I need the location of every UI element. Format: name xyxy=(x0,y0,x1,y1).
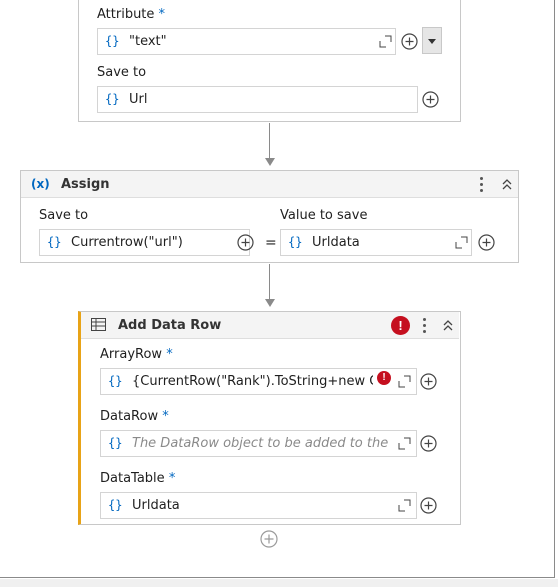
flow-arrow-icon xyxy=(265,299,275,307)
attribute-value: "text" xyxy=(129,34,167,49)
activity-title: Assign xyxy=(61,177,110,192)
save-to-field[interactable]: {} Currentrow("url") xyxy=(39,229,250,256)
save-to-value: Url xyxy=(129,92,148,107)
expand-editor-icon[interactable] xyxy=(398,437,411,450)
attribute-label: Attribute * xyxy=(97,7,166,22)
assign-header[interactable]: (x) Assign xyxy=(21,171,518,198)
collapse-icon[interactable] xyxy=(442,319,454,331)
more-options-icon[interactable] xyxy=(423,318,427,334)
bottom-strip xyxy=(0,579,558,587)
expand-editor-icon[interactable] xyxy=(398,375,411,388)
add-variable-icon[interactable] xyxy=(401,33,418,50)
value-to-save-value: Urldata xyxy=(312,235,360,250)
error-icon[interactable]: ! xyxy=(391,316,410,335)
expression-icon: {} xyxy=(108,436,123,450)
data-table-icon xyxy=(91,318,106,331)
value-to-save-field[interactable]: {} Urldata xyxy=(280,229,472,256)
data-row-placeholder: The DataRow object to be added to the Da… xyxy=(132,436,390,451)
activity-title: Add Data Row xyxy=(118,318,222,333)
expression-icon: {} xyxy=(288,235,303,249)
save-to-field[interactable]: {} Url xyxy=(97,86,418,113)
collapse-icon[interactable] xyxy=(501,178,513,190)
flow-connector xyxy=(269,123,270,159)
field-error-icon[interactable]: ! xyxy=(377,371,391,385)
save-to-label: Save to xyxy=(97,65,147,80)
expression-icon: {} xyxy=(108,498,123,512)
data-row-label: DataRow * xyxy=(100,409,169,424)
flow-arrow-icon xyxy=(265,158,275,166)
array-row-field[interactable]: {} {CurrentRow("Rank").ToString+new Obj … xyxy=(100,368,417,395)
attribute-field[interactable]: {} "text" xyxy=(97,28,396,55)
array-row-label: ArrayRow * xyxy=(100,347,173,362)
assign-activity[interactable]: (x) Assign Save to {} Currentrow("url") … xyxy=(20,170,519,263)
data-row-field[interactable]: {} The DataRow object to be added to the… xyxy=(100,430,417,457)
add-variable-icon[interactable] xyxy=(420,373,437,390)
data-table-label: DataTable * xyxy=(100,471,176,486)
array-row-value: {CurrentRow("Rank").ToString+new Obj xyxy=(132,374,373,389)
workflow-canvas: Attribute * {} "text" Save to {} Url (x)… xyxy=(0,0,555,578)
add-variable-icon[interactable] xyxy=(478,234,495,251)
data-table-field[interactable]: {} Urldata xyxy=(100,492,417,519)
chevron-down-icon xyxy=(428,39,436,44)
expand-editor-icon[interactable] xyxy=(398,499,411,512)
add-data-row-activity[interactable]: Add Data Row ! ArrayRow * {} {CurrentRow… xyxy=(78,311,461,525)
add-variable-icon[interactable] xyxy=(422,91,439,108)
flow-connector xyxy=(269,264,270,300)
expand-editor-icon[interactable] xyxy=(379,35,392,48)
save-to-value: Currentrow("url") xyxy=(71,235,183,250)
add-variable-icon[interactable] xyxy=(420,497,437,514)
expand-editor-icon[interactable] xyxy=(455,236,468,249)
data-table-value: Urldata xyxy=(132,498,180,513)
expression-icon: {} xyxy=(47,235,62,249)
get-attribute-activity[interactable]: Attribute * {} "text" Save to {} Url xyxy=(78,0,461,122)
variable-icon: (x) xyxy=(31,177,50,191)
add-variable-icon[interactable] xyxy=(237,234,254,251)
expression-icon: {} xyxy=(105,92,120,106)
add-data-row-header[interactable]: Add Data Row ! xyxy=(81,312,459,339)
equals-sign: = xyxy=(265,235,277,251)
add-activity-icon[interactable] xyxy=(260,530,278,548)
attribute-dropdown-button[interactable] xyxy=(422,27,442,54)
value-to-save-label: Value to save xyxy=(280,208,368,223)
expression-icon: {} xyxy=(108,374,123,388)
save-to-label: Save to xyxy=(39,208,89,223)
add-variable-icon[interactable] xyxy=(420,435,437,452)
more-options-icon[interactable] xyxy=(480,177,484,193)
expression-icon: {} xyxy=(105,34,120,48)
